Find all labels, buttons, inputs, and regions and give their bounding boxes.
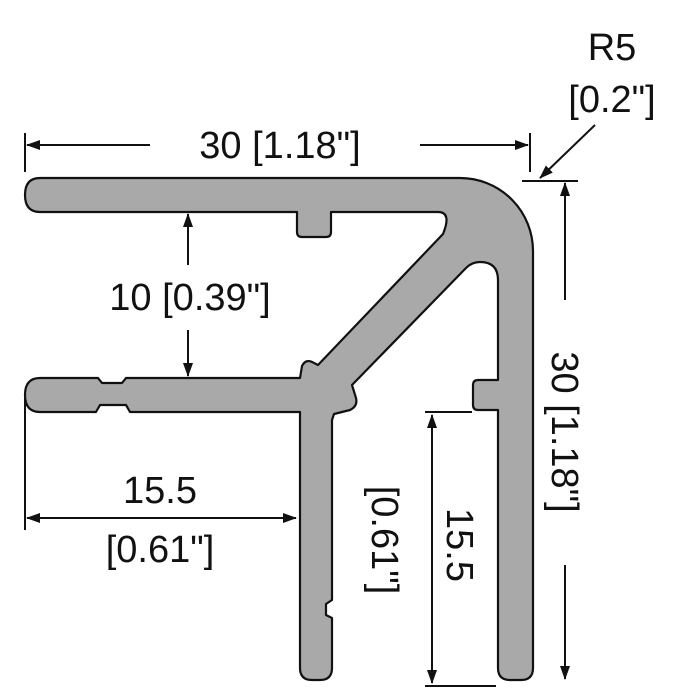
radius-leader-arrow <box>539 124 596 179</box>
left-leg-inch-label: [0.61"] <box>106 529 215 571</box>
corner-profile-shape <box>23 176 535 682</box>
top-width-label: 30 [1.18"] <box>199 125 360 167</box>
radius-value-label: R5 <box>588 27 637 69</box>
slot-height-label: 10 [0.39"] <box>109 277 270 319</box>
radius-inch-label: [0.2"] <box>568 79 655 121</box>
right-height-label: 30 [1.18"] <box>543 351 585 512</box>
right-leg-inch-label: [0.61"] <box>363 486 405 595</box>
right-leg-mm-label: 15.5 <box>438 508 480 582</box>
left-leg-mm-label: 15.5 <box>123 470 197 512</box>
